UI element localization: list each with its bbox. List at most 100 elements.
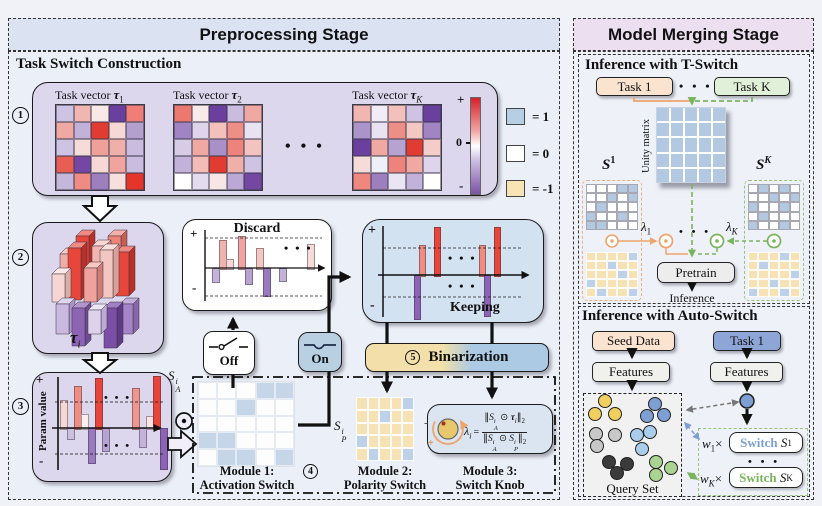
matrix-cell [402, 422, 414, 436]
matrix-cell [91, 173, 109, 190]
matrix-cell [356, 448, 368, 461]
matrix-cell [370, 156, 389, 173]
matrix-cell [713, 138, 725, 152]
legend-swatch-one [506, 108, 525, 125]
matrix-cell [126, 156, 144, 173]
matrix-cell [596, 193, 607, 203]
matrix-cell [699, 108, 711, 122]
heatmap-colorbar [470, 97, 481, 195]
matrix-cell [255, 398, 275, 416]
matrix-cell [627, 202, 638, 212]
keeping-title: Keeping [450, 300, 500, 315]
matrix-cell [255, 382, 275, 399]
discard-title: Discard [233, 221, 281, 236]
iso-bar-face [64, 267, 72, 303]
matrix-cell [758, 184, 769, 194]
switch-ellipsis: • • • [748, 456, 781, 468]
matrix-cell [627, 288, 638, 297]
seed-data-box: Seed Data [592, 331, 675, 351]
matrix-cell [356, 422, 368, 436]
matrix-cell [657, 138, 669, 152]
matrix-cell [779, 270, 790, 279]
iso-bar-face [83, 267, 98, 303]
matrix-cell [126, 139, 144, 156]
matrix-cell [685, 138, 697, 152]
matrix-cell [226, 139, 245, 156]
matrix-cell [198, 432, 218, 450]
on-switch-box [298, 332, 342, 372]
matrix-cell [255, 415, 275, 433]
matrix-cell [423, 105, 441, 122]
matrix-cell [126, 173, 144, 190]
matrix-cell [627, 279, 638, 288]
matrix-cell [423, 156, 441, 173]
matrix-cell [379, 435, 391, 449]
matrix-cell [758, 220, 769, 230]
matrix-cell [390, 422, 403, 436]
matrix-cell [108, 105, 127, 122]
colorbar-zero-tick [466, 142, 470, 144]
matrix-cell [274, 382, 294, 399]
chart-bar [219, 240, 227, 270]
matrix-cell [244, 105, 262, 122]
matrix-cell [108, 122, 127, 139]
matrix-cell [627, 270, 638, 279]
matrix-cell [671, 123, 683, 137]
matrix-cell [174, 122, 192, 139]
matrix-cell [768, 202, 780, 212]
discard-ellipsis: • • • [284, 241, 313, 255]
matrix-cell [209, 105, 227, 122]
matrix-cell [627, 184, 638, 194]
matrix-cell [209, 156, 227, 173]
auto-switch-title: Inference with Auto-Switch [582, 308, 758, 324]
param-ellipsis-bottom: • • • [104, 440, 132, 452]
matrix-cell [713, 123, 725, 137]
keeping-ellipsis-top: • • • [448, 251, 477, 265]
module1-subtitle: Activation Switch [199, 478, 295, 492]
matrix-cell [379, 422, 391, 436]
matrix-cell [73, 122, 92, 139]
matrix-cell [174, 105, 192, 122]
query-sample-dot [630, 428, 644, 442]
iso-bar-face [128, 245, 136, 297]
matrix-cell [423, 173, 441, 190]
matrix-cell [274, 432, 294, 450]
legend-swatch-neg [506, 180, 525, 197]
chart-bar [434, 227, 441, 277]
query-sample-dot [620, 457, 634, 471]
matrix-cell [191, 173, 210, 190]
matrix-cell [367, 422, 380, 436]
chart-bar [81, 414, 89, 430]
module2-title: Module 2: [357, 464, 413, 478]
matrix-cell [596, 211, 607, 221]
step-3-badge: 3 [12, 398, 29, 415]
legend-swatch-zero [506, 145, 525, 162]
matrix-cell [606, 288, 618, 297]
matrix-cell [191, 105, 210, 122]
matrix-cell [73, 173, 92, 190]
matrix-cell [56, 173, 74, 190]
module3-title: Module 3: [462, 464, 518, 478]
matrix-cell [274, 398, 294, 416]
matrix-cell [405, 122, 424, 139]
matrix-cell [606, 184, 618, 194]
chart-bar [153, 376, 161, 430]
matrix-cell [758, 193, 769, 203]
matrix-cell [596, 270, 607, 279]
pretrain-box: Pretrain [657, 262, 735, 283]
sK-polarity-matrix [748, 252, 800, 297]
matrix-cell [236, 398, 256, 416]
module2-subtitle: Polarity Switch [343, 478, 427, 492]
knob-minus-label: - [424, 417, 428, 429]
task-vector-1-label: Task vector τ1 [55, 87, 124, 105]
matrix-cell [748, 279, 759, 288]
matrix-cell [191, 156, 210, 173]
task-vector-1-heatmap [55, 104, 145, 191]
matrix-cell [779, 279, 790, 288]
matrix-cell [627, 252, 638, 261]
matrix-cell [73, 156, 92, 173]
matrix-cell [402, 435, 414, 449]
matrix-cell [586, 220, 597, 230]
